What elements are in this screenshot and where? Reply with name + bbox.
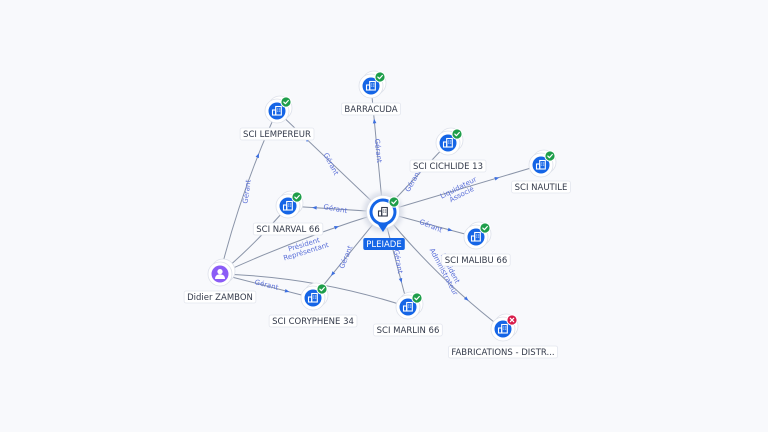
node-label-text: SCI NAUTILE xyxy=(515,183,568,193)
node-label: FABRICATIONS - DISTR... xyxy=(447,345,558,359)
edge-arrow-icon xyxy=(255,153,259,159)
edge-arrow-icon xyxy=(372,118,377,124)
node-zambon[interactable]: Didier ZAMBON xyxy=(183,258,257,304)
node-coryphene[interactable]: SCI CORYPHENE 34 xyxy=(268,282,358,328)
building-icon xyxy=(497,323,508,334)
node-label: SCI LEMPEREUR xyxy=(239,127,315,141)
check-icon xyxy=(374,71,386,83)
edge-arrow-icon xyxy=(494,177,500,181)
close-icon xyxy=(506,314,518,326)
edge-label: Gérant xyxy=(338,244,355,270)
edge-label: Gérant xyxy=(322,152,340,177)
edge-arrow-icon xyxy=(447,227,453,232)
person-icon xyxy=(215,269,225,279)
edge-label: Gérant xyxy=(323,203,348,215)
node-label: SCI MALIBU 66 xyxy=(441,253,511,267)
node-label: PLEIADE xyxy=(363,238,405,250)
edge-arrow-icon xyxy=(284,289,290,293)
check-icon xyxy=(316,283,328,295)
edge-arrow-icon xyxy=(463,296,469,301)
node-malibu[interactable]: SCI MALIBU 66 xyxy=(441,221,511,267)
building-icon xyxy=(402,301,413,312)
building-icon xyxy=(377,206,388,217)
node-label-text: SCI CICHLIDE 13 xyxy=(413,162,483,172)
building-icon xyxy=(271,105,282,116)
check-icon xyxy=(411,292,423,304)
node-label-text: SCI MALIBU 66 xyxy=(445,256,508,266)
node-narval[interactable]: SCI NARVAL 66 xyxy=(252,190,324,236)
edge-zambon-pleiade[interactable]: PrésidentReprésentant xyxy=(219,211,384,275)
edge-arrow-icon xyxy=(398,278,403,283)
edge-arrow-icon xyxy=(334,226,339,230)
node-cichlide[interactable]: SCI CICHLIDE 13 xyxy=(409,127,487,173)
check-icon xyxy=(291,191,303,203)
edge-label: LiquidateurAssocié xyxy=(439,175,482,207)
node-label-text: SCI NARVAL 66 xyxy=(256,225,320,235)
node-marlin[interactable]: SCI MARLIN 66 xyxy=(373,291,443,337)
node-label: BARRACUDA xyxy=(340,102,401,116)
node-nautile[interactable]: SCI NAUTILE xyxy=(511,149,571,194)
building-icon xyxy=(442,137,453,148)
node-lempereur[interactable]: SCI LEMPEREUR xyxy=(239,95,315,141)
building-icon xyxy=(365,80,376,91)
check-icon xyxy=(451,128,463,140)
node-label-text: BARRACUDA xyxy=(344,105,397,115)
node-label-text: FABRICATIONS - DISTR... xyxy=(451,348,554,358)
node-pleiade-center[interactable]: PLEIADE xyxy=(363,192,405,250)
node-label: SCI NARVAL 66 xyxy=(252,222,324,236)
edge-arrow-icon xyxy=(331,271,336,276)
node-label: SCI CICHLIDE 13 xyxy=(409,159,487,173)
check-icon xyxy=(479,222,491,234)
building-icon xyxy=(535,159,546,170)
edge-arrow-icon xyxy=(312,206,317,210)
edge-label: Gérant xyxy=(373,138,383,163)
node-label-text: SCI CORYPHENE 34 xyxy=(272,317,354,327)
check-icon xyxy=(388,196,400,208)
building-icon xyxy=(470,231,481,242)
node-fabrications[interactable]: FABRICATIONS - DISTR... xyxy=(447,313,558,359)
node-label: SCI NAUTILE xyxy=(511,180,571,194)
node-label: SCI MARLIN 66 xyxy=(373,323,443,337)
node-label-text: PLEIADE xyxy=(366,240,401,250)
edge-label: Gérant xyxy=(418,218,444,235)
node-label: SCI CORYPHENE 34 xyxy=(268,314,358,328)
edge-label: Gérant xyxy=(241,179,252,204)
pin-pointer-icon xyxy=(377,223,389,232)
building-icon xyxy=(307,292,318,303)
edge-line xyxy=(219,211,384,275)
node-label-text: SCI LEMPEREUR xyxy=(243,130,311,140)
node-label-text: SCI MARLIN 66 xyxy=(377,326,440,336)
edge-label: Gérant xyxy=(254,278,280,292)
node-barracuda[interactable]: BARRACUDA xyxy=(340,70,401,116)
node-label-text: Didier ZAMBON xyxy=(187,293,253,303)
nodes-layer: BARRACUDA SCI LEMPEREUR SCI CICHLIDE 13 SCI… xyxy=(183,70,571,359)
node-label: Didier ZAMBON xyxy=(183,290,257,304)
edge-label: PrésidentAdministrateur xyxy=(428,243,466,296)
check-icon xyxy=(280,96,292,108)
check-icon xyxy=(544,150,556,162)
edge-label: Gérant xyxy=(392,249,404,274)
building-icon xyxy=(282,200,293,211)
